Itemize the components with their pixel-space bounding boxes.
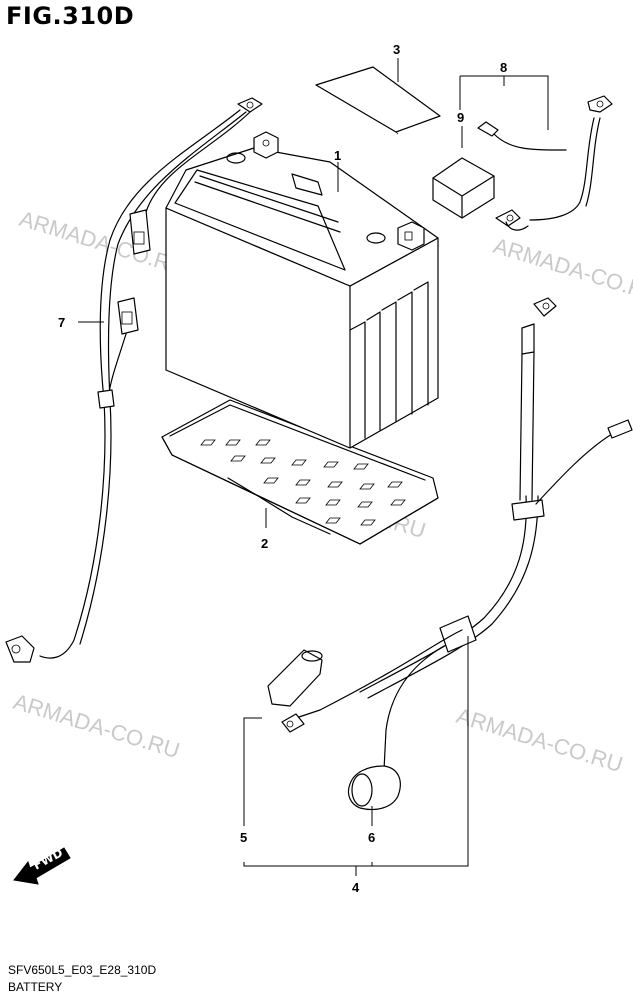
part-6-rubber-cap	[347, 765, 401, 811]
part-7-sub-harness	[5, 97, 263, 663]
part-1-battery	[165, 131, 439, 449]
battery-terminal-positive	[397, 221, 425, 251]
footer-name: BATTERY	[8, 980, 63, 994]
battery-terminal-negative	[253, 131, 279, 159]
watermark-2: ARMADA-CO.RU	[491, 233, 633, 307]
watermark-5: ARMADA-CO.RU	[454, 703, 626, 777]
leader-lines	[78, 58, 549, 876]
callout-3: 3	[393, 42, 400, 57]
callout-8: 8	[500, 60, 507, 75]
callout-5: 5	[240, 830, 247, 845]
fwd-arrow-icon: FWD	[13, 846, 71, 885]
part-2-battery-tray	[161, 399, 439, 545]
footer-code: SFV650L5_E03_E28_310D	[8, 963, 157, 977]
callout-9: 9	[457, 110, 464, 125]
callout-1: 1	[334, 148, 341, 163]
callout-2: 2	[261, 536, 268, 551]
watermark-4: ARMADA-CO.RU	[11, 689, 183, 763]
part-9-terminal-cover	[432, 157, 495, 219]
tray-slots	[200, 439, 406, 526]
figure-title: FIG.310D	[6, 2, 135, 30]
part-5-starter-cable	[267, 297, 633, 771]
part-8-positive-cable	[477, 95, 613, 231]
callouts: 1 2 3 4 5 6 7 8 9	[58, 42, 507, 895]
callout-6: 6	[368, 830, 375, 845]
callout-4: 4	[352, 880, 360, 895]
callout-7: 7	[58, 315, 65, 330]
watermark-1: ARMADA-CO.RU	[17, 206, 189, 280]
battery-side-ribs	[349, 281, 429, 439]
part-3-battery-pad	[315, 66, 441, 135]
